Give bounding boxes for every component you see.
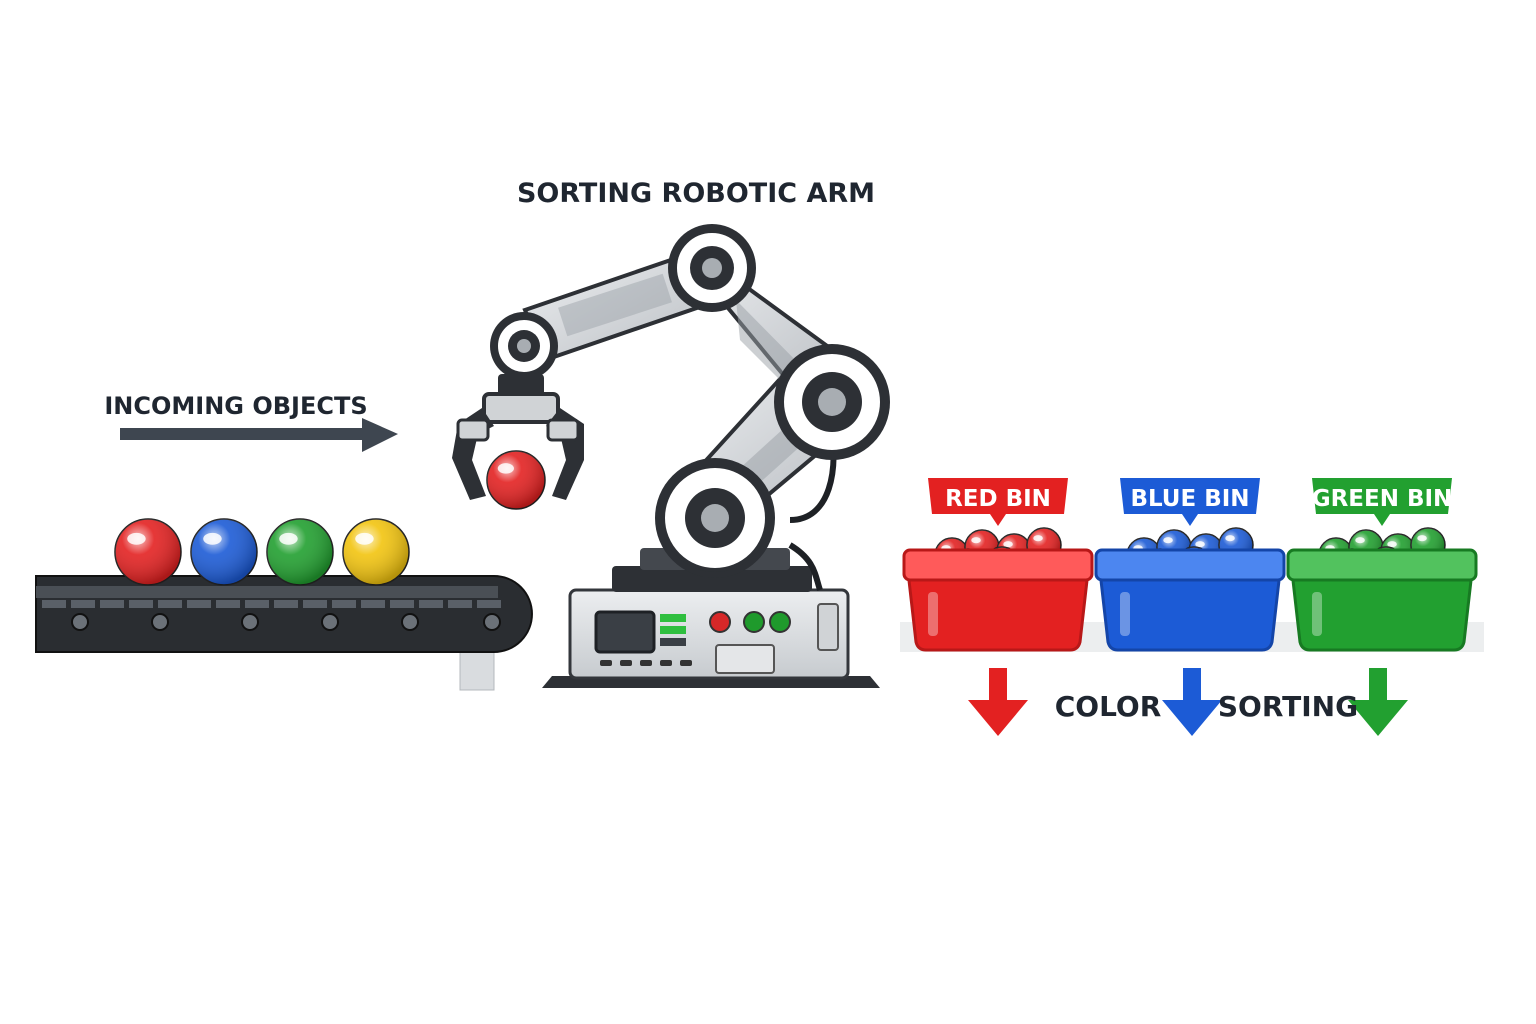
conveyor-ball xyxy=(114,518,182,586)
conveyor-slats xyxy=(42,600,501,608)
gripped-ball-sphere xyxy=(486,450,546,510)
belt-roller xyxy=(71,613,89,631)
sorting-bins: RED BIN BLUE BIN GREEN BIN xyxy=(902,478,1478,736)
down-arrow-icon xyxy=(968,668,1028,736)
belt-slat xyxy=(100,600,124,608)
conveyor-rollers xyxy=(71,613,501,631)
bin-label: GREEN BIN xyxy=(1312,486,1453,512)
belt-slat xyxy=(71,600,95,608)
belt-roller xyxy=(151,613,169,631)
conveyor-balls xyxy=(114,518,410,586)
belt-slat xyxy=(419,600,443,608)
gripper-icon xyxy=(452,374,584,500)
red-button xyxy=(709,611,731,633)
bin-rim xyxy=(1286,548,1478,582)
sorting-label: SORTING xyxy=(1218,690,1358,723)
belt-slat xyxy=(245,600,269,608)
control-screen xyxy=(594,610,656,654)
color-label: COLOR xyxy=(1055,690,1162,723)
conveyor-ball xyxy=(190,518,258,586)
down-arrow-icon xyxy=(1162,668,1222,736)
belt-roller xyxy=(401,613,419,631)
belt-slat xyxy=(129,600,153,608)
belt-slat xyxy=(187,600,211,608)
diagram-title: SORTING ROBOTIC ARM xyxy=(517,178,875,209)
status-light xyxy=(660,614,686,622)
bin-label-tag: RED BIN xyxy=(928,478,1068,526)
sorting-bin-icon: BLUE BIN xyxy=(1094,478,1286,736)
belt-slat xyxy=(448,600,472,608)
belt-slat xyxy=(332,600,356,608)
belt-slat xyxy=(390,600,414,608)
belt-slat xyxy=(274,600,298,608)
belt-slat xyxy=(303,600,327,608)
bin-label-tag: GREEN BIN xyxy=(1312,478,1453,526)
incoming-objects-label: INCOMING OBJECTS xyxy=(104,392,367,420)
belt-slat xyxy=(42,600,66,608)
gripped-ball xyxy=(486,450,546,510)
bin-rim xyxy=(1094,548,1286,582)
down-arrow-icon xyxy=(1348,668,1408,736)
belt-slat xyxy=(477,600,501,608)
green-button xyxy=(743,611,765,633)
bin-label-tag: BLUE BIN xyxy=(1120,478,1260,526)
conveyor-ball xyxy=(266,518,334,586)
status-light xyxy=(660,626,686,634)
belt-slat xyxy=(361,600,385,608)
bin-label: BLUE BIN xyxy=(1130,486,1249,512)
bin-label: RED BIN xyxy=(945,486,1051,512)
belt-roller xyxy=(483,613,501,631)
robotic-arm-icon xyxy=(490,224,890,591)
green-button xyxy=(769,611,791,633)
sorting-bin-icon: GREEN BIN xyxy=(1286,478,1478,736)
belt-slat xyxy=(216,600,240,608)
right-arrow-icon xyxy=(120,418,398,452)
belt-roller xyxy=(321,613,339,631)
bin-rim xyxy=(902,548,1094,582)
sorting-bin-icon: RED BIN xyxy=(902,478,1094,736)
conveyor-ball xyxy=(342,518,410,586)
belt-roller xyxy=(241,613,259,631)
conveyor-belt-icon xyxy=(35,575,533,691)
belt-slat xyxy=(158,600,182,608)
